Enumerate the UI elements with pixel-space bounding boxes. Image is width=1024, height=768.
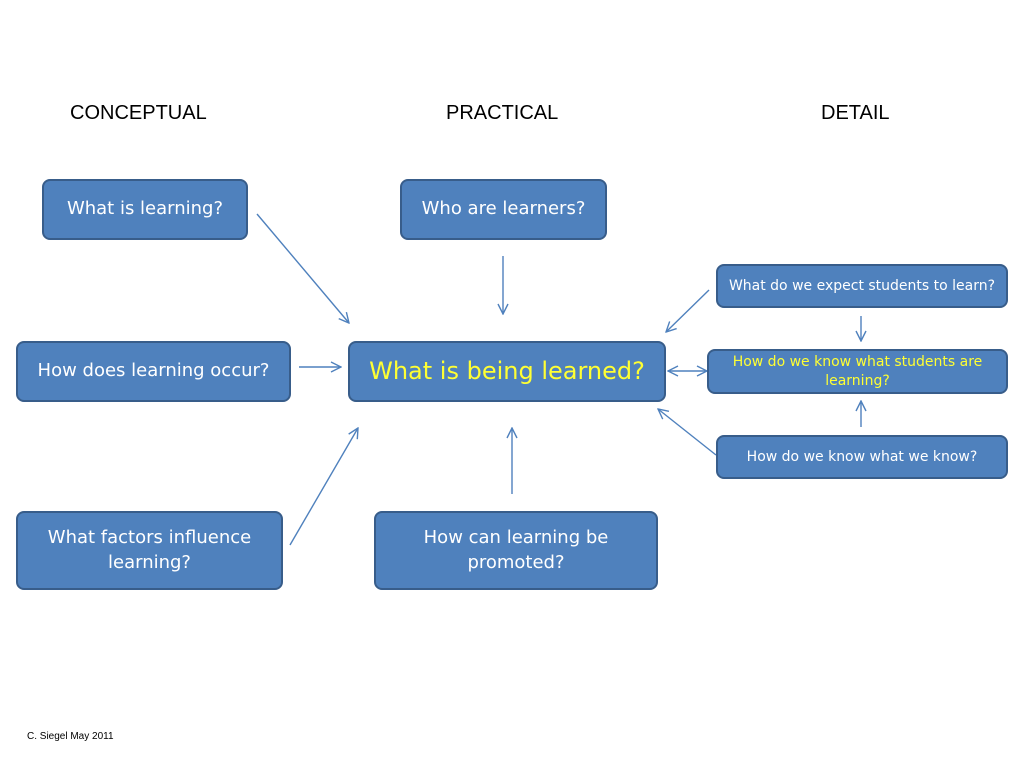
header-practical: PRACTICAL [446, 102, 559, 124]
box-how-do-we-know-what-we-know: How do we know what we know? [716, 435, 1008, 479]
box-how-do-we-know-what-we-know-label: How do we know what we know? [746, 448, 978, 465]
arrow-what-do-we-expect [666, 289, 710, 332]
box-how-can-learning-be-promoted: How can learning be promoted? [374, 511, 658, 590]
box-how-does-learning-occur: How does learning occur? [16, 341, 291, 402]
box-how-can-learning-be-promoted-label: How can learning be promoted? [423, 527, 609, 573]
box-how-do-we-know-students: How do we know what students are learnin… [707, 349, 1008, 394]
box-how-does-learning-occur-label: How does learning occur? [37, 360, 270, 382]
box-who-are-learners: Who are learners? [400, 179, 607, 240]
box-what-is-being-learned-label: What is being learned? [369, 357, 645, 386]
box-what-factors-influence-label: What factors influence learning? [47, 527, 252, 573]
box-what-do-we-expect: What do we expect students to learn? [716, 264, 1008, 308]
header-conceptual: CONCEPTUAL [70, 102, 207, 124]
arrow-what-is-learning [256, 213, 349, 323]
header-detail: DETAIL [821, 102, 890, 124]
box-what-is-learning: What is learning? [42, 179, 248, 240]
footer-credit: C. Siegel May 2011 [27, 731, 114, 742]
box-what-factors-influence: What factors influence learning? [16, 511, 283, 590]
arrow-what-factors-influence [289, 428, 358, 546]
arrow-how-do-we-know-what-we-know [658, 409, 717, 456]
box-how-do-we-know-students-label: How do we know what students are learnin… [732, 354, 983, 389]
box-what-is-learning-label: What is learning? [66, 198, 224, 220]
box-what-is-being-learned: What is being learned? [348, 341, 666, 402]
box-who-are-learners-label: Who are learners? [421, 198, 586, 220]
box-what-do-we-expect-label: What do we expect students to learn? [728, 277, 996, 294]
